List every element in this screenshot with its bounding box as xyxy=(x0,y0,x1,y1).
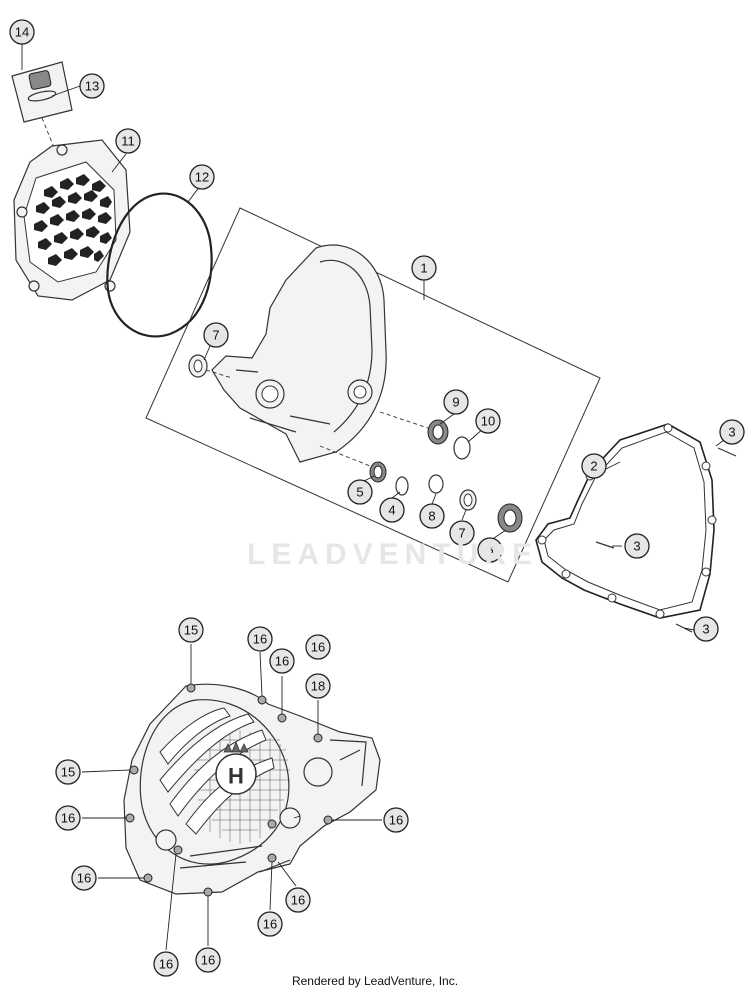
brand-logo-icon: H xyxy=(215,740,257,795)
callout-label: 3 xyxy=(728,425,735,440)
callout-label: 14 xyxy=(15,25,29,40)
callout-label: 9 xyxy=(452,395,459,410)
part-7-seal-left xyxy=(188,354,233,379)
part-1-group-frame xyxy=(145,207,601,583)
callout: 2 xyxy=(581,453,607,479)
callout: 9 xyxy=(443,389,469,415)
callout: 7 xyxy=(449,520,475,546)
callout-label: 16 xyxy=(61,811,75,826)
callout-label: 3 xyxy=(633,539,640,554)
callout-label: 12 xyxy=(195,170,209,185)
part-14-plug-box xyxy=(11,61,73,151)
callout-label: 16 xyxy=(253,632,267,647)
callout: 11 xyxy=(115,128,141,154)
callout: 10 xyxy=(475,408,501,434)
callout: 6 xyxy=(477,537,503,563)
part-2-outer-gasket xyxy=(535,423,717,619)
watermark: LEADVENTURE xyxy=(247,538,539,571)
callout-label: 16 xyxy=(275,654,289,669)
callout: 3 xyxy=(719,419,745,445)
callout: 3 xyxy=(693,616,719,642)
callout-label: 7 xyxy=(458,526,465,541)
callout: 3 xyxy=(624,533,650,559)
part-1-clutch-housing xyxy=(211,244,387,463)
part-3-bolts xyxy=(595,447,737,633)
callout: 8 xyxy=(419,503,445,529)
callout: 16 xyxy=(285,887,311,913)
callout-label: 3 xyxy=(702,622,709,637)
part-7-seal-right xyxy=(459,489,477,511)
callout: 5 xyxy=(347,479,373,505)
callout-label: 16 xyxy=(263,917,277,932)
callout-label: 13 xyxy=(85,79,99,94)
callout-label: 16 xyxy=(201,953,215,968)
callout-label: 8 xyxy=(428,509,435,524)
callout-label: 10 xyxy=(481,414,495,429)
callout-label: 18 xyxy=(311,679,325,694)
callout-label: 11 xyxy=(121,134,135,149)
callout: 16 xyxy=(71,865,97,891)
part-4-circlip xyxy=(395,476,409,496)
part-5-seal xyxy=(319,445,387,483)
part-12-gasket-ring xyxy=(106,192,213,338)
callout: 16 xyxy=(55,805,81,831)
part-11-grille-cover xyxy=(13,139,131,301)
part-8-circlip xyxy=(428,474,444,494)
callout-label: 15 xyxy=(184,623,198,638)
callout: 15 xyxy=(55,759,81,785)
callout: 16 xyxy=(153,951,179,977)
callout-label: 4 xyxy=(388,503,395,518)
callout: 16 xyxy=(257,911,283,937)
callout-label: 6 xyxy=(486,543,493,558)
callout-label: 1 xyxy=(420,261,427,276)
callout-label: 15 xyxy=(61,765,75,780)
part-6-bearing xyxy=(497,503,523,533)
callout: 1 xyxy=(411,255,437,281)
leader-lines xyxy=(21,44,725,951)
callout-label: 2 xyxy=(590,459,597,474)
callout-label: 7 xyxy=(212,328,219,343)
part-9-bearing xyxy=(379,411,449,445)
callout-label: 5 xyxy=(356,485,363,500)
callout: 16 xyxy=(383,807,409,833)
callout-label: 16 xyxy=(311,640,325,655)
callout: 16 xyxy=(195,947,221,973)
footer-credit: Rendered by LeadVenture, Inc. xyxy=(291,974,459,988)
callout: 14 xyxy=(9,19,35,45)
callout-label: 16 xyxy=(159,957,173,972)
callout: 18 xyxy=(305,673,331,699)
callout: 15 xyxy=(178,617,204,643)
callout-label: 16 xyxy=(389,813,403,828)
callout-label: 16 xyxy=(77,871,91,886)
callout: 13 xyxy=(79,73,105,99)
callout-label: 16 xyxy=(291,893,305,908)
callout: 16 xyxy=(305,634,331,660)
svg-text:H: H xyxy=(228,764,244,789)
part-10-circlip xyxy=(453,436,471,460)
callout: 16 xyxy=(269,648,295,674)
callout: 4 xyxy=(379,497,405,523)
callout: 12 xyxy=(189,164,215,190)
callout: 16 xyxy=(247,626,273,652)
outer-clutch-cover: H xyxy=(123,683,381,897)
callout: 7 xyxy=(203,322,229,348)
